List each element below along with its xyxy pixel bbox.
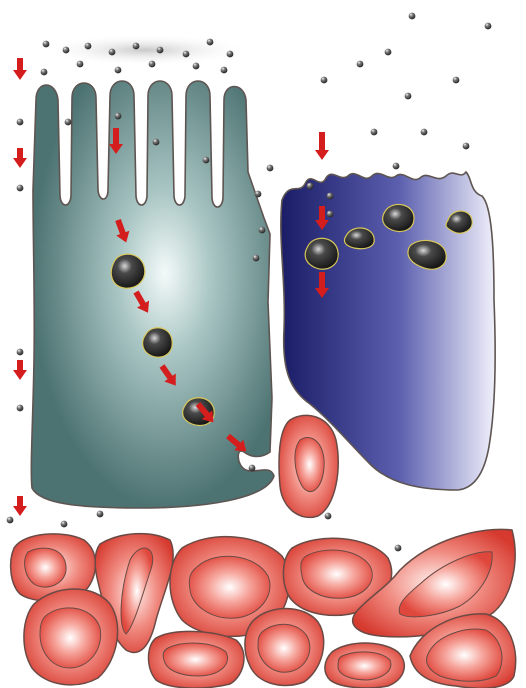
- red-cell-nucleus: [338, 652, 391, 680]
- mucus-cloud: [40, 34, 250, 66]
- red-cell-nucleus: [163, 643, 227, 676]
- particle-icon: [65, 119, 72, 126]
- particle-icon: [321, 77, 328, 84]
- particle-icon: [255, 191, 262, 198]
- particle-icon: [203, 157, 210, 164]
- red-down-arrow-icon: [13, 148, 27, 168]
- particle-icon: [77, 61, 84, 68]
- red-down-arrow-icon: [13, 58, 27, 80]
- particle-icon: [395, 545, 402, 552]
- particle-icon: [485, 23, 492, 30]
- red-down-arrow-icon: [13, 496, 27, 516]
- particle-icon: [7, 517, 14, 524]
- red-down-arrow-icon: [13, 360, 27, 380]
- particle-icon: [111, 254, 145, 288]
- particle-icon: [115, 67, 122, 74]
- particle-icon: [453, 77, 460, 84]
- particle-icon: [17, 349, 24, 356]
- particle-icon: [157, 47, 164, 54]
- red-cell-nucleus: [25, 548, 67, 587]
- red-cell-nucleus: [40, 608, 101, 668]
- particle-icon: [133, 43, 140, 50]
- particle-icon: [61, 521, 68, 528]
- particle-icon: [463, 143, 470, 150]
- particle-icon: [327, 193, 334, 200]
- particle-icon: [371, 129, 378, 136]
- particle-icon: [385, 49, 392, 56]
- particle-icon: [17, 119, 24, 126]
- particle-icon: [149, 61, 156, 68]
- particle-icon: [143, 328, 173, 357]
- red-down-arrow-icon: [315, 132, 329, 160]
- particle-icon: [307, 183, 314, 190]
- particle-icon: [85, 43, 92, 50]
- particle-icon: [253, 255, 260, 262]
- particle-icon: [325, 513, 332, 520]
- particle-icon: [383, 204, 414, 231]
- particle-icon: [193, 63, 200, 70]
- particle-icon: [357, 61, 364, 68]
- particle-icon: [327, 211, 334, 218]
- particle-icon: [405, 93, 412, 100]
- particle-icon: [153, 139, 160, 146]
- particle-icon: [267, 165, 274, 172]
- red-cell-nucleus: [189, 556, 270, 618]
- particle-icon: [115, 113, 122, 120]
- particle-icon: [41, 69, 48, 76]
- particle-icon: [259, 227, 266, 234]
- particle-icon: [305, 238, 338, 269]
- particle-icon: [17, 405, 24, 412]
- particle-icon: [221, 67, 228, 74]
- particle-icon: [17, 185, 24, 192]
- particle-icon: [109, 49, 116, 56]
- red-cell-nucleus: [301, 550, 372, 598]
- particle-icon: [183, 51, 190, 58]
- particle-icon: [249, 465, 256, 472]
- particle-icon: [97, 511, 104, 518]
- particle-icon: [63, 47, 70, 54]
- particle-icon: [43, 41, 50, 48]
- particle-icon: [207, 39, 214, 46]
- particle-icon: [393, 163, 400, 170]
- particle-icon: [421, 129, 428, 136]
- particle-icon: [409, 13, 416, 20]
- particle-icon: [227, 51, 234, 58]
